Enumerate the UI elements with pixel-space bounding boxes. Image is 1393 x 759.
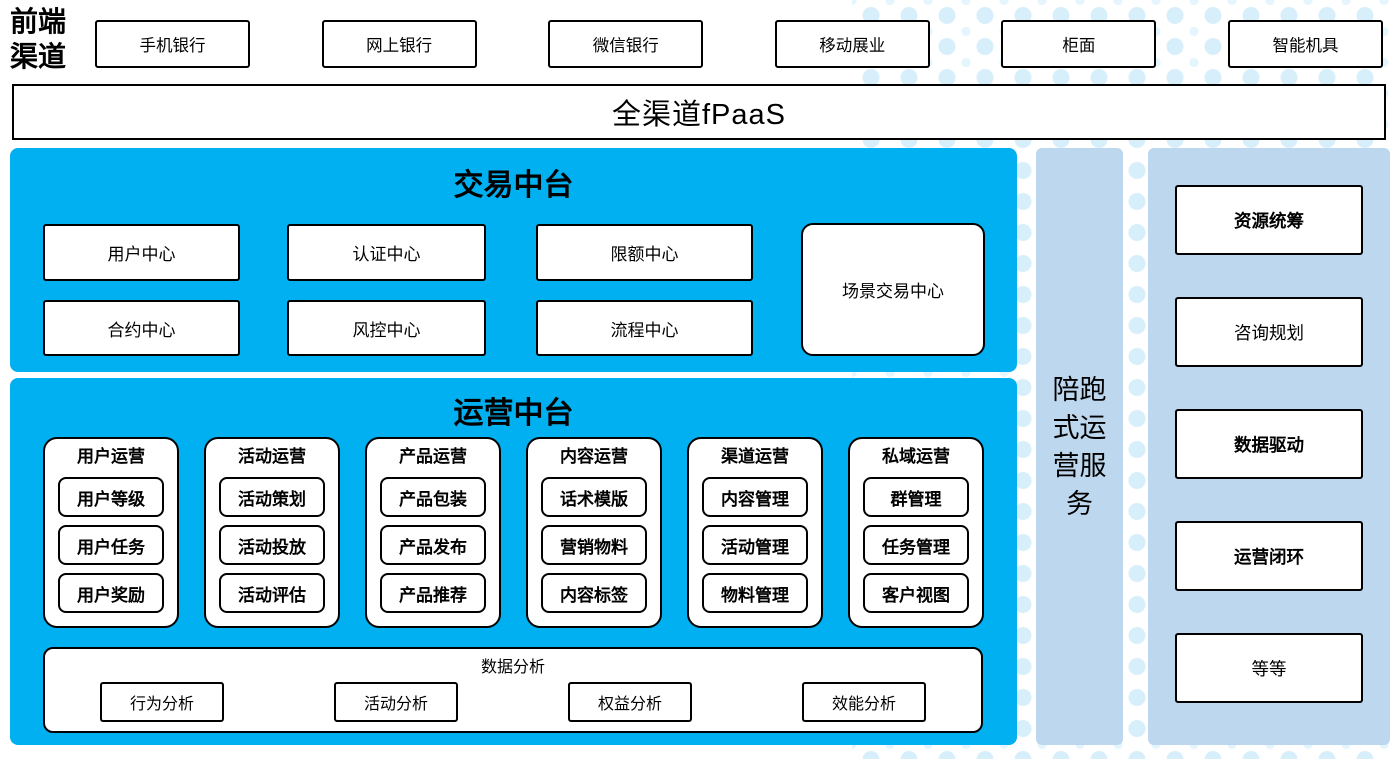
companion-service-bar: 陪跑式运营服务 (1036, 148, 1123, 745)
ops-item: 内容标签 (541, 573, 647, 613)
ops-item: 内容管理 (702, 477, 808, 517)
channel-box-wechat-banking: 微信银行 (548, 20, 704, 68)
fpaas-bar: 全渠道fPaaS (12, 84, 1386, 140)
center-box-contract: 合约中心 (43, 300, 240, 356)
service-box-consulting-planning: 咨询规划 (1175, 297, 1363, 367)
ops-item: 活动管理 (702, 525, 808, 565)
ops-column-header: 内容运营 (560, 447, 628, 466)
ops-item: 活动评估 (219, 573, 325, 613)
analytics-box-efficiency: 效能分析 (802, 682, 926, 722)
operations-columns: 用户运营 用户等级 用户任务 用户奖励 活动运营 活动策划 活动投放 活动评估 … (43, 437, 984, 628)
center-box-limit: 限额中心 (536, 224, 753, 281)
channel-box-online-banking: 网上银行 (321, 20, 477, 68)
ops-column-product: 产品运营 产品包装 产品发布 产品推荐 (365, 437, 501, 628)
ops-item: 用户奖励 (58, 573, 164, 613)
ops-column-activity: 活动运营 活动策划 活动投放 活动评估 (204, 437, 340, 628)
data-analytics-row: 行为分析 活动分析 权益分析 效能分析 (100, 682, 926, 722)
operations-platform-panel: 运营中台 用户运营 用户等级 用户任务 用户奖励 活动运营 活动策划 活动投放 … (10, 378, 1017, 745)
transaction-platform-panel: 交易中台 用户中心 认证中心 限额中心 合约中心 风控中心 流程中心 场景交易中… (10, 148, 1017, 372)
ops-column-header: 私域运营 (882, 447, 950, 466)
center-box-process: 流程中心 (536, 300, 753, 356)
ops-item: 群管理 (863, 477, 969, 517)
ops-column-content: 内容运营 话术模版 营销物料 内容标签 (526, 437, 662, 628)
ops-item: 产品发布 (380, 525, 486, 565)
ops-column-user: 用户运营 用户等级 用户任务 用户奖励 (43, 437, 179, 628)
ops-column-header: 用户运营 (77, 447, 145, 466)
center-box-risk-control: 风控中心 (287, 300, 486, 356)
service-panel: 资源统筹 咨询规划 数据驱动 运营闭环 等等 (1148, 148, 1390, 745)
center-box-authentication: 认证中心 (287, 224, 486, 281)
service-box-resource-coordination: 资源统筹 (1175, 185, 1363, 255)
ops-column-header: 活动运营 (238, 447, 306, 466)
analytics-box-activity: 活动分析 (334, 682, 458, 722)
ops-column-header: 产品运营 (399, 447, 467, 466)
ops-item: 话术模版 (541, 477, 647, 517)
ops-column-header: 渠道运营 (721, 447, 789, 466)
analytics-box-benefit: 权益分析 (568, 682, 692, 722)
ops-item: 产品包装 (380, 477, 486, 517)
data-analytics-band: 数据分析 行为分析 活动分析 权益分析 效能分析 (43, 647, 983, 733)
service-box-etc: 等等 (1175, 633, 1363, 703)
channel-box-counter: 柜面 (1001, 20, 1157, 68)
ops-item: 产品推荐 (380, 573, 486, 613)
data-analytics-title: 数据分析 (480, 659, 545, 676)
center-box-user: 用户中心 (43, 224, 240, 281)
service-box-data-driven: 数据驱动 (1175, 409, 1363, 479)
channel-box-smart-devices: 智能机具 (1227, 20, 1383, 68)
ops-item: 任务管理 (863, 525, 969, 565)
analytics-box-behavior: 行为分析 (100, 682, 224, 722)
ops-item: 活动投放 (219, 525, 325, 565)
ops-column-private-domain: 私域运营 群管理 任务管理 客户视图 (848, 437, 984, 628)
channel-box-mobile-banking: 手机银行 (95, 20, 250, 68)
ops-column-channel: 渠道运营 内容管理 活动管理 物料管理 (687, 437, 823, 628)
ops-item: 客户视图 (863, 573, 969, 613)
channel-box-mobile-sales: 移动展业 (774, 20, 930, 68)
front-channels-row: 手机银行 网上银行 微信银行 移动展业 柜面 智能机具 (95, 20, 1383, 68)
ops-item: 用户等级 (58, 477, 164, 517)
front-channels-label: 前端渠道 (10, 7, 67, 73)
service-box-operation-loop: 运营闭环 (1175, 521, 1363, 591)
ops-item: 用户任务 (58, 525, 164, 565)
ops-item: 营销物料 (541, 525, 647, 565)
companion-service-label: 陪跑式运营服务 (1052, 374, 1107, 519)
transaction-platform-title: 交易中台 (453, 169, 574, 202)
ops-item: 活动策划 (219, 477, 325, 517)
center-box-scene-transaction: 场景交易中心 (801, 223, 985, 356)
operations-platform-title: 运营中台 (453, 397, 574, 430)
ops-item: 物料管理 (702, 573, 808, 613)
